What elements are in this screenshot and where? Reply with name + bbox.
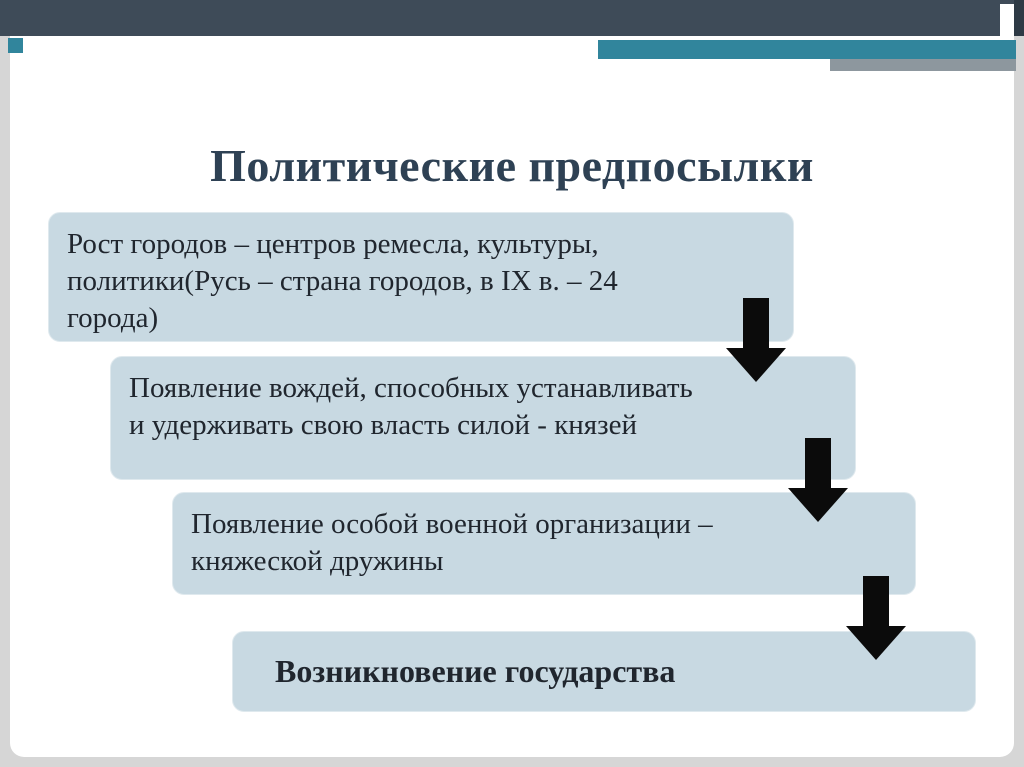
down-arrow-icon	[846, 576, 906, 660]
step-box-1: Рост городов – центров ремесла, культуры…	[48, 212, 794, 342]
step-box-3: Появление особой военной организации – к…	[172, 492, 916, 595]
step-3-text: Появление особой военной организации – к…	[191, 508, 713, 578]
step-4-text: Возникновение государства	[275, 653, 676, 690]
top-header-bar	[0, 0, 1024, 36]
gray-accent-band	[830, 59, 1016, 71]
slide-title: Политические предпосылки	[210, 139, 814, 191]
step-box-4: Возникновение государства	[232, 631, 976, 712]
top-bar-corner-accent	[1014, 0, 1024, 36]
teal-accent-band	[598, 40, 1016, 59]
top-bar-white-notch	[1000, 4, 1014, 36]
teal-accent-square	[8, 38, 23, 53]
step-box-2: Появление вождей, способных устанавливат…	[110, 356, 856, 480]
step-2-text: Появление вождей, способных устанавливат…	[129, 372, 693, 442]
down-arrow-icon	[726, 298, 786, 382]
down-arrow-icon	[788, 438, 848, 522]
step-1-text: Рост городов – центров ремесла, культуры…	[67, 228, 618, 335]
